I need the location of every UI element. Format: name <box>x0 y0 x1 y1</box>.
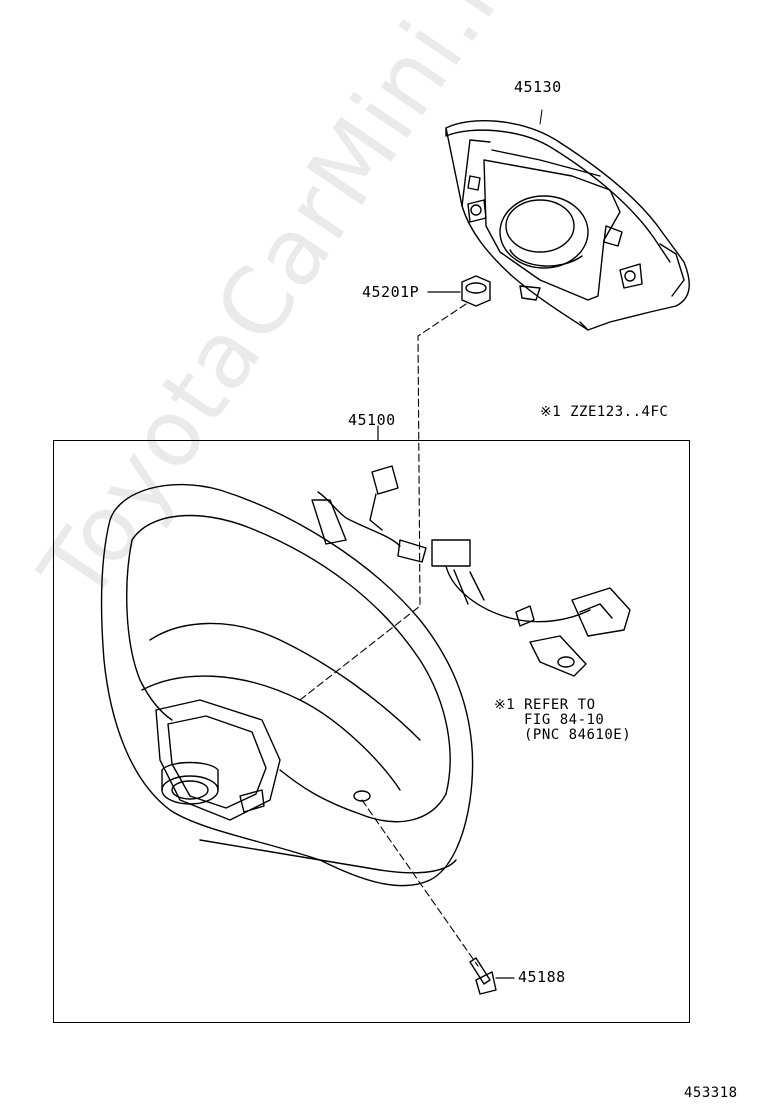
refer-note-line2: FIG 84-10 <box>524 712 605 728</box>
figure-number: 453318 <box>684 1085 738 1101</box>
label-screw: 45188 <box>518 968 566 986</box>
label-horn-pad: 45130 <box>514 78 562 96</box>
applicability-note: ※1 ZZE123..4FC <box>540 404 669 420</box>
horn-pad-illustration <box>445 109 690 331</box>
screw-illustration <box>469 957 515 995</box>
refer-note-line1: ※1 REFER TO <box>494 697 596 713</box>
refer-note-line3: (PNC 84610E) <box>524 727 632 743</box>
label-nut: 45201P <box>362 283 420 301</box>
steering-wheel-illustration <box>100 465 631 887</box>
nut-illustration <box>427 275 491 307</box>
assembly-frame <box>53 440 690 1023</box>
label-steering-wheel: 45100 <box>348 411 396 429</box>
